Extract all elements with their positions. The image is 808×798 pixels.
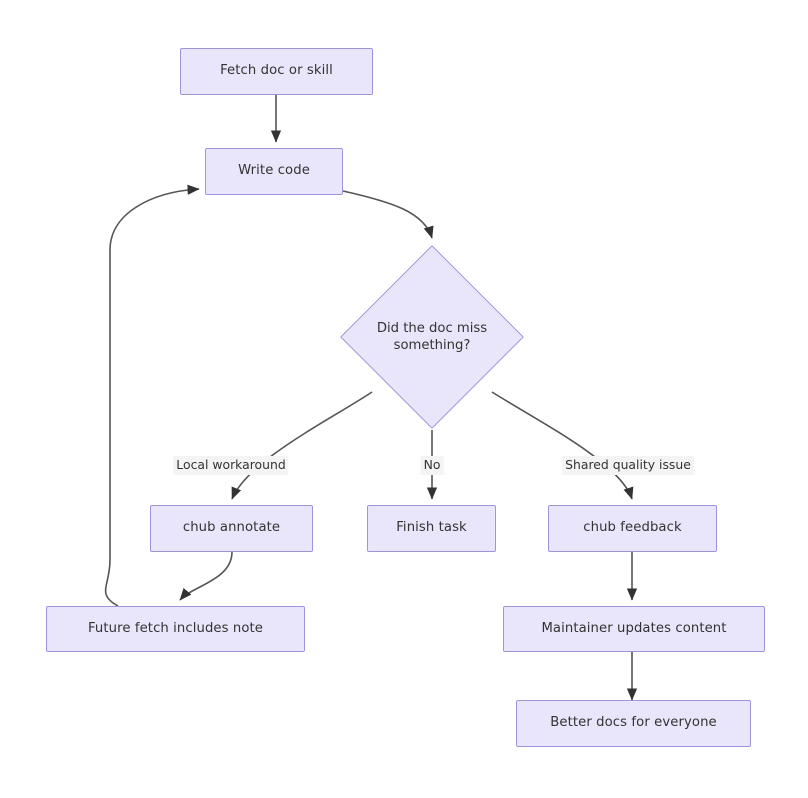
node-write-code[interactable]: Write code [205,148,343,195]
node-chub-annotate[interactable]: chub annotate [150,505,313,552]
node-label: chub feedback [583,520,682,536]
node-future-fetch-includes-note[interactable]: Future fetch includes note [46,606,305,652]
edge-futurefetch-to-write [104,184,200,607]
node-fetch-doc-or-skill[interactable]: Fetch doc or skill [180,48,373,95]
edge-label-shared-quality-issue: Shared quality issue [562,456,694,475]
edge-annotate-to-futurefetch [179,551,233,601]
node-label: Future fetch includes note [87,620,264,636]
node-maintainer-updates-content[interactable]: Maintainer updates content [503,606,765,652]
node-label: chub annotate [182,520,281,536]
edge-decision-to-feedback [491,391,634,500]
node-label: Finish task [396,520,467,536]
edge-write-to-decision [342,190,434,239]
edge-label-local-workaround: Local workaround [173,456,289,475]
node-label: Fetch doc or skill [220,63,333,79]
edge-label-no: No [420,456,444,475]
node-chub-feedback[interactable]: chub feedback [548,505,717,552]
node-label: Write code [238,163,310,179]
edge-decision-to-annotate [231,391,373,500]
node-finish-task[interactable]: Finish task [367,505,496,552]
node-label: Maintainer updates content [541,620,727,636]
node-better-docs-for-everyone[interactable]: Better docs for everyone [516,700,751,747]
node-label: Better docs for everyone [550,715,717,731]
